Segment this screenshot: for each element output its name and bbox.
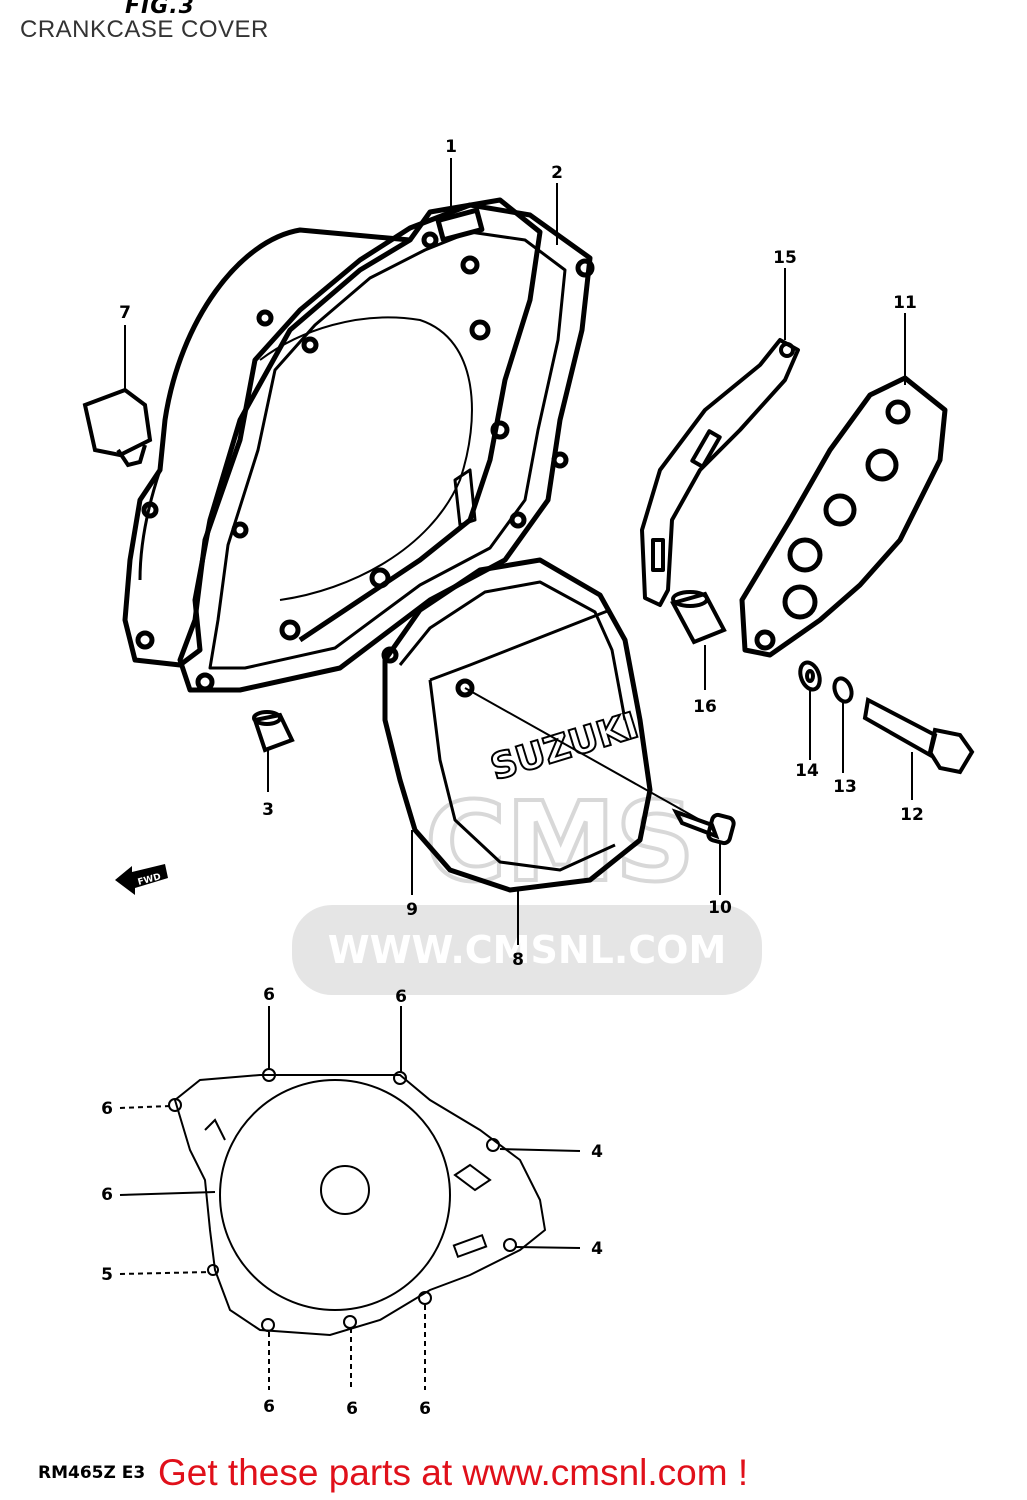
part-label-2: 2 (551, 163, 563, 183)
part-label-1: 1 (445, 137, 457, 157)
part-label-3: 3 (262, 800, 274, 820)
dowel-pin-part-3 (252, 710, 295, 753)
part-label-13: 13 (833, 777, 857, 797)
part-label-6-bottom-middle: 6 (346, 1399, 358, 1419)
fwd-arrow: FWD (115, 864, 168, 895)
part-label-6-bottom-right: 6 (419, 1399, 431, 1419)
part-label-6-bottom-left: 6 (263, 1397, 275, 1417)
part-label-16: 16 (693, 697, 717, 717)
screw-part-10 (464, 687, 736, 846)
gasket-part-2 (177, 202, 595, 693)
part-label-4-upper: 4 (591, 1142, 603, 1162)
part-label-8: 8 (512, 950, 524, 970)
part-label-7: 7 (119, 303, 131, 323)
figure-label: FIG.3 (125, 0, 195, 19)
bracket-part-15 (640, 338, 800, 607)
part-label-5: 5 (101, 1265, 113, 1285)
part-label-10: 10 (708, 898, 732, 918)
washer-part-14 (798, 660, 822, 692)
part-label-15: 15 (773, 248, 797, 268)
crankcase-cover-part-1 (122, 197, 543, 668)
watermark-text: WWW.CMSNL.COM (328, 928, 727, 972)
watermark-logo: CMS (425, 778, 694, 906)
collar-part-16 (670, 590, 727, 645)
part-label-14: 14 (795, 761, 819, 781)
part-label-6-top-right: 6 (395, 987, 407, 1007)
page-title: CRANKCASE COVER (20, 16, 269, 43)
cover-plate-part-11 (739, 375, 948, 658)
cta-link[interactable]: Get these parts at www.cmsnl.com ! (158, 1452, 749, 1493)
part-label-6-left-middle: 6 (101, 1185, 113, 1205)
oil-plug-part-7 (82, 387, 153, 468)
part-label-6-top-left: 6 (263, 985, 275, 1005)
part-label-11: 11 (893, 293, 917, 313)
model-code: RM465Z E3 (38, 1463, 146, 1483)
cover-badge-text: SUZUKI (486, 705, 643, 789)
clutch-cover-part-8 (382, 557, 653, 893)
watermark-banner (292, 905, 762, 995)
washer-part-13 (832, 676, 854, 704)
bolt-part-12 (862, 696, 975, 775)
part-label-12: 12 (900, 805, 924, 825)
leader-lines (119, 158, 913, 1390)
part-number-labels: 1 2 7 3 15 11 16 14 13 12 10 9 8 6 6 6 6… (101, 137, 924, 1419)
part-label-9: 9 (406, 900, 418, 920)
part-label-6-left-upper: 6 (101, 1099, 113, 1119)
cover-outline-view (168, 1068, 547, 1337)
part-label-4-lower: 4 (591, 1239, 603, 1259)
